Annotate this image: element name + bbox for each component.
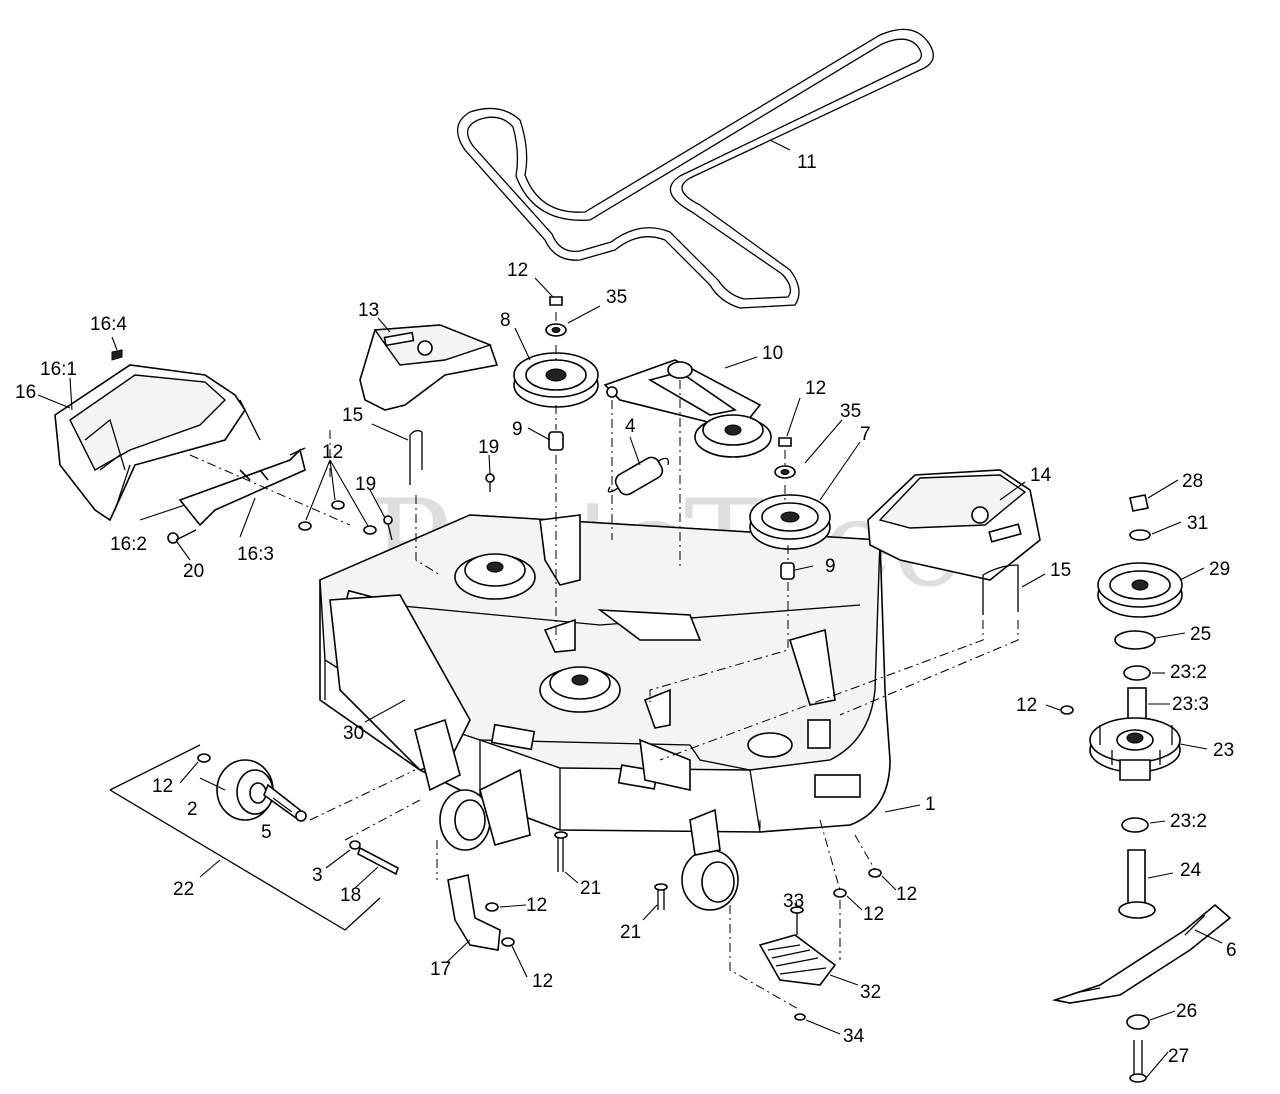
- bolts-21: [554, 831, 668, 910]
- baffle-17: [436, 840, 515, 951]
- mower-deck-shell: [319, 514, 891, 833]
- idler-arm-10: [603, 359, 772, 570]
- callout-23-2: 23:2: [1170, 811, 1207, 832]
- axle-bolt-18: [344, 799, 421, 876]
- callout-20: 20: [183, 561, 204, 582]
- callout-31: 31: [1187, 513, 1208, 534]
- callout-9: 9: [825, 556, 836, 577]
- cutting-blade-6: [1051, 903, 1232, 1004]
- belt-cover-13: [359, 324, 499, 411]
- callout-4: 4: [625, 416, 636, 437]
- callout-21: 21: [580, 878, 601, 899]
- callout-12: 12: [322, 442, 343, 463]
- bracket-16-2: [167, 430, 351, 544]
- rod-15-right: [659, 564, 1019, 761]
- callout-12: 12: [896, 884, 917, 905]
- callout-8: 8: [500, 310, 511, 331]
- belt-cover-14: [867, 469, 1041, 581]
- callout-17: 17: [430, 959, 451, 980]
- callout-16: 16: [15, 382, 36, 403]
- guard-32: [729, 820, 841, 1021]
- callout-19: 19: [478, 437, 499, 458]
- callout-10: 10: [762, 343, 783, 364]
- callout-22: 22: [173, 879, 194, 900]
- deck-caster-wheels: [414, 718, 739, 911]
- bracket-22-outline: [109, 744, 381, 931]
- callout-19: 19: [355, 474, 376, 495]
- callout-6: 6: [1226, 940, 1237, 961]
- callout-16-4: 16:4: [90, 314, 127, 335]
- callout-9: 9: [512, 419, 523, 440]
- callout-32: 32: [860, 982, 881, 1003]
- callout-28: 28: [1182, 471, 1203, 492]
- callout-24: 24: [1180, 860, 1202, 881]
- caster-wheel-2: [197, 753, 416, 822]
- callout-15: 15: [342, 405, 363, 426]
- idler-pulley-7: [649, 437, 831, 705]
- callout-26: 26: [1176, 1001, 1197, 1022]
- callout-16-2: 16:2: [110, 534, 147, 555]
- callout-29: 29: [1209, 559, 1230, 580]
- callout-1: 1: [925, 794, 936, 815]
- callout-12: 12: [1016, 695, 1037, 716]
- callout-21: 21: [620, 922, 641, 943]
- callout-16-1: 16:1: [40, 359, 77, 380]
- spring-4: [607, 456, 669, 496]
- callout-30: 30: [343, 723, 364, 744]
- callout-14: 14: [1030, 465, 1052, 486]
- leader-lines: [37, 139, 1223, 1079]
- callout-13: 13: [358, 300, 379, 321]
- callout-11: 11: [797, 152, 817, 173]
- rod-15-left: [409, 429, 441, 576]
- callout-7: 7: [860, 424, 871, 445]
- hardware-12-right: [819, 705, 1074, 898]
- callout-5: 5: [261, 822, 272, 843]
- callout-3: 3: [312, 865, 323, 886]
- callout-34: 34: [843, 1026, 865, 1047]
- idler-pulley-8: [513, 296, 599, 640]
- callout-12: 12: [526, 895, 547, 916]
- callout-35: 35: [606, 287, 627, 308]
- callout-12: 12: [805, 378, 826, 399]
- callout-27: 27: [1168, 1046, 1189, 1067]
- callout-12: 12: [152, 776, 173, 797]
- drive-belt: [457, 28, 934, 309]
- belt-cover-16: [54, 349, 261, 522]
- callout-23-2: 23:2: [1170, 662, 1207, 683]
- callout-18: 18: [340, 885, 361, 906]
- spindle-assembly: [1089, 494, 1183, 1083]
- hardware-12-19-left: [298, 473, 495, 541]
- callout-23: 23: [1213, 740, 1234, 761]
- callout-labels: 11 12 35 8 10 13 16:4 16:1 16 9 4 12 35 …: [15, 152, 1237, 1067]
- callout-23-3: 23:3: [1172, 694, 1209, 715]
- callout-12: 12: [507, 260, 528, 281]
- callout-2: 2: [187, 799, 198, 820]
- callout-12: 12: [863, 904, 884, 925]
- callout-15: 15: [1050, 560, 1071, 581]
- callout-35: 35: [840, 401, 861, 422]
- callout-25: 25: [1190, 624, 1211, 645]
- callout-33: 33: [783, 891, 804, 912]
- callout-12: 12: [532, 971, 553, 992]
- callout-16-3: 16:3: [237, 544, 274, 565]
